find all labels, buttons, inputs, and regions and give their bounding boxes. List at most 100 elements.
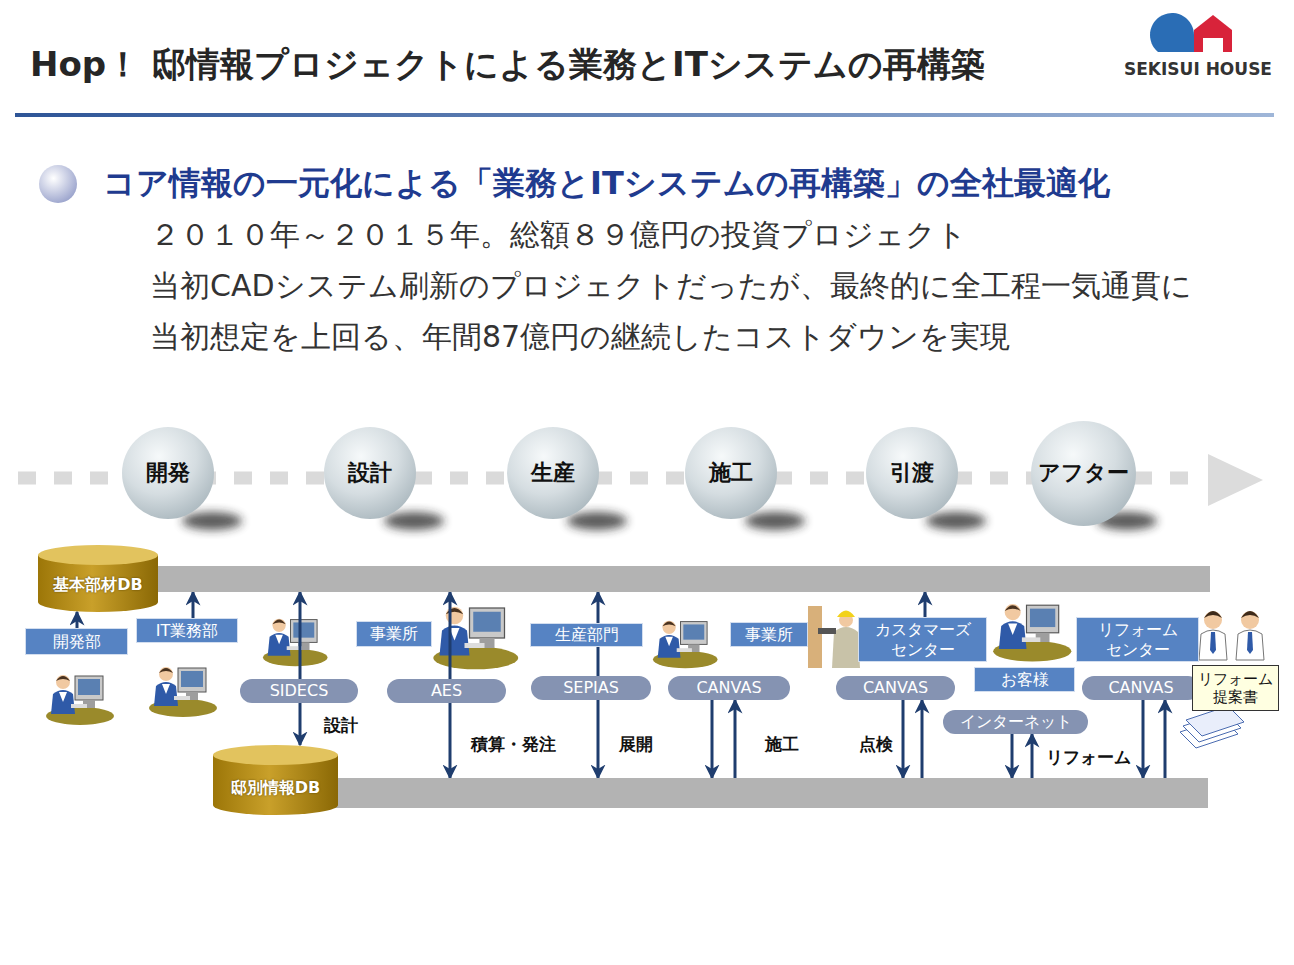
node-text: SIDECS	[270, 681, 329, 700]
office-worker	[653, 621, 718, 669]
office-worker-part	[159, 668, 173, 673]
office-worker-part	[677, 648, 692, 652]
body-line: 当初想定を上回る、年間87億円の継続したコストダウンを実現	[150, 317, 1010, 358]
office-worker-part	[51, 690, 75, 714]
edge-label: 積算・発注	[468, 733, 559, 756]
office-worker-part	[683, 624, 704, 639]
construction-worker	[808, 606, 860, 668]
department-box: 開発部	[25, 628, 128, 655]
connector-arrow	[597, 592, 600, 623]
system-pill: SEPIAS	[531, 676, 651, 700]
phase-circle: 開発	[122, 427, 214, 519]
node-text: リフォーム センター	[1077, 620, 1198, 658]
office-worker-part	[1027, 605, 1059, 633]
office-worker-part	[268, 633, 291, 656]
connector-arrow	[449, 592, 452, 679]
office-worker	[263, 619, 328, 667]
office-worker-part	[272, 620, 285, 625]
circle-shadow	[745, 512, 805, 530]
connector-arrow	[902, 700, 905, 778]
office-worker-part	[1005, 605, 1021, 611]
office-worker-part	[465, 643, 485, 648]
people-illustrations	[46, 604, 1264, 748]
connector-arrow	[597, 700, 600, 778]
office-worker-part	[275, 635, 283, 645]
office-worker-part	[272, 619, 285, 632]
office-worker-part	[1022, 637, 1040, 642]
slide-title: Hop！ 邸情報プロジェクトによる業務とITシステムの再構築	[30, 42, 985, 88]
node-text: 邸別情報DB	[231, 778, 320, 797]
company-logo-part	[1194, 15, 1232, 52]
body-line: 当初CADシステム刷新のプロジェクトだったが、最終的に全工程一気通貫に	[150, 266, 1192, 307]
connector-arrow	[299, 592, 302, 679]
system-pill: CANVAS	[1082, 676, 1200, 700]
department-box: 事業所	[730, 622, 808, 647]
node-text: AES	[431, 681, 462, 700]
office-worker-part	[1008, 624, 1017, 636]
office-worker	[149, 667, 217, 717]
node-text: 事業所	[745, 625, 793, 644]
office-worker	[433, 607, 518, 670]
node-text: お客様	[1001, 670, 1049, 689]
node-text: インターネット	[960, 712, 1072, 731]
bullet-ball-part	[39, 165, 77, 203]
connector-arrow	[192, 592, 195, 618]
node-text: 開発部	[53, 632, 101, 651]
office-worker-part	[999, 621, 1027, 649]
connector-arrow	[299, 703, 302, 745]
business-person	[1199, 611, 1227, 660]
edge-label: 施工	[762, 733, 802, 756]
office-worker-part	[665, 637, 673, 647]
edge-label: 展開	[616, 733, 656, 756]
office-worker-part	[59, 692, 67, 702]
office-worker-part	[174, 696, 190, 700]
node-text: SEPIAS	[563, 678, 619, 697]
office-worker-part	[662, 621, 675, 634]
system-pill: AES	[387, 679, 506, 703]
office-worker-part	[162, 684, 170, 694]
department-box: 事業所	[356, 621, 432, 647]
department-box: IT業務部	[136, 618, 238, 643]
construction-worker-part	[818, 628, 836, 634]
connector-arrow	[921, 700, 924, 778]
system-pill: SIDECS	[240, 679, 358, 703]
construction-worker-part	[837, 611, 855, 618]
node-text: 開発	[146, 460, 190, 486]
node-text: 設計	[348, 460, 392, 486]
system-pill: CANVAS	[836, 676, 955, 700]
office-worker-part	[440, 626, 470, 656]
connector-arrow	[734, 700, 737, 778]
office-worker-part	[178, 668, 206, 692]
construction-worker-part	[832, 627, 860, 668]
circle-shadows	[182, 512, 1157, 530]
title-rule-part	[15, 113, 1274, 117]
document-stack	[1180, 706, 1244, 748]
phase-circle: 生産	[507, 427, 599, 519]
connector-arrow	[711, 700, 714, 778]
edge-label: リフォーム	[1043, 746, 1134, 769]
section-heading: コア情報の一元化による「業務とITシステムの再構築」の全社最適化	[103, 162, 1110, 206]
office-worker-part	[291, 620, 318, 643]
office-worker-part	[181, 671, 203, 687]
office-worker	[993, 604, 1071, 662]
circle-shadow	[182, 512, 242, 530]
system-pill: インターネット	[943, 710, 1088, 734]
business-person	[1236, 611, 1264, 660]
department-box: リフォーム センター	[1076, 617, 1199, 662]
phase-circle: 施工	[685, 427, 777, 519]
office-worker-part	[473, 612, 501, 632]
office-worker-part	[75, 676, 103, 700]
cylinder-top	[38, 545, 158, 565]
circle-shadow	[384, 512, 444, 530]
business-person-part	[1236, 630, 1264, 660]
document-box: リフォーム 提案書	[1192, 665, 1279, 711]
bullet-ball	[39, 165, 77, 203]
body-line: ２０１０年～２０１５年。総額８９億円の投資プロジェクト	[150, 215, 967, 256]
connector-arrow	[449, 703, 452, 778]
company-logo-part	[1203, 38, 1223, 52]
node-text: CANVAS	[696, 678, 761, 697]
office-worker-part	[1005, 604, 1021, 620]
office-worker-part	[159, 667, 173, 681]
company-logo	[1150, 13, 1232, 52]
node-text: 引渡	[890, 460, 934, 486]
